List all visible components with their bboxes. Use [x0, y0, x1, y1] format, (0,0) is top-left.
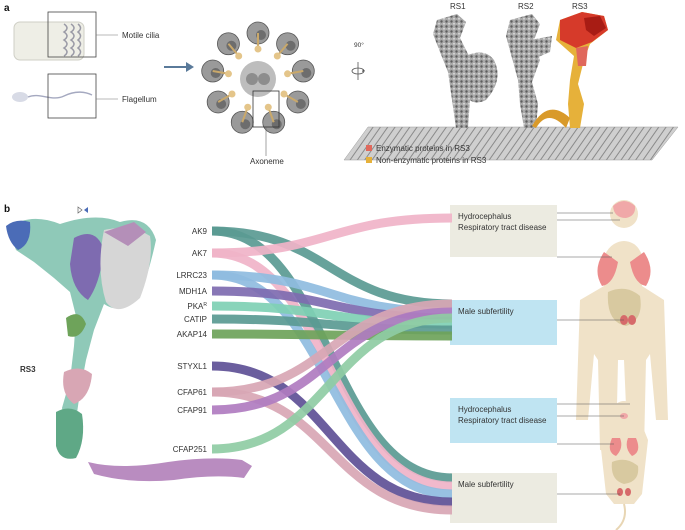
rs3-structure — [532, 12, 608, 128]
protein-label: AK7 — [192, 249, 208, 258]
axoneme-label: Axoneme — [250, 157, 284, 166]
human-anatomy-illustration — [576, 200, 668, 452]
rs-label-3: RS3 — [572, 2, 588, 11]
outcome-sublabel: Respiratory tract disease — [458, 416, 547, 425]
rs1-structure — [433, 14, 498, 128]
protein-label: AKAP14 — [177, 330, 208, 339]
rs-label-1: RS1 — [450, 2, 466, 11]
spoke-head — [284, 70, 292, 78]
protein-label: PKAR — [187, 302, 207, 311]
outcome-box-group — [450, 205, 557, 523]
non-enzymatic-swatch — [366, 157, 372, 163]
flow-band — [211, 361, 453, 507]
axoneme-cross-section — [201, 21, 315, 156]
doublet-core — [226, 40, 237, 51]
anatomy-pointer-lines — [557, 212, 630, 495]
rs-label-2: RS2 — [518, 2, 534, 11]
non-enzymatic-legend: Non-enzymatic proteins in RS3 — [366, 156, 487, 165]
sperm-illustration — [12, 73, 118, 119]
outcome-label: Male subfertility — [458, 480, 514, 489]
protein-label: LRRC23 — [176, 271, 207, 280]
enzymatic-legend: Enzymatic proteins in RS3 — [366, 144, 470, 153]
flow-band — [211, 299, 453, 397]
rs2-structure — [506, 14, 552, 128]
flow-band-group — [211, 213, 453, 515]
flow-band — [211, 387, 453, 515]
protein-label: CFAP61 — [177, 388, 207, 397]
rotate-icon — [351, 62, 365, 80]
flagellum-label: Flagellum — [122, 95, 157, 104]
outcome-box — [450, 473, 557, 523]
non-enzymatic-legend-label: Non-enzymatic proteins in RS3 — [376, 156, 487, 165]
flow-band — [211, 226, 453, 483]
outcome-box — [450, 398, 557, 443]
rotation-label: 90° — [354, 41, 364, 49]
flow-band — [211, 226, 453, 309]
protein-label: AK9 — [192, 227, 208, 236]
spoke-head — [244, 103, 252, 111]
panel-a-letter: a — [4, 3, 10, 14]
protein-label: CATIP — [184, 315, 207, 324]
doublet-core — [301, 68, 312, 79]
protein-label: MDH1A — [179, 287, 208, 296]
doublet-core — [295, 99, 306, 109]
flow-band — [211, 314, 453, 335]
flow-band — [211, 329, 453, 341]
mouse-anatomy-illustration — [600, 401, 648, 530]
spoke-head — [273, 52, 281, 60]
outcome-label: Male subfertility — [458, 307, 514, 316]
doublet-core — [285, 40, 296, 51]
protein-label: STYXL1 — [177, 362, 207, 371]
cilia-label: Motile cilia — [122, 31, 160, 40]
flow-band — [211, 248, 453, 491]
rs3-protein-structure — [6, 217, 252, 482]
arrow-right-icon — [164, 62, 194, 72]
spoke-head — [224, 70, 232, 78]
outcome-box — [450, 205, 557, 257]
flow-band — [211, 307, 453, 415]
protein-label: CFAP91 — [177, 406, 207, 415]
outcome-label: Hydrocephalus — [458, 405, 511, 414]
outcome-box — [450, 300, 557, 345]
flow-band — [211, 313, 453, 454]
spoke-head — [254, 45, 262, 53]
spoke-head — [264, 103, 272, 111]
central-microtubule — [246, 73, 258, 85]
enzymatic-legend-label: Enzymatic proteins in RS3 — [376, 144, 470, 153]
rotate-small-icon — [77, 206, 88, 214]
cilia-cell-illustration — [13, 11, 118, 61]
spoke-head — [228, 90, 236, 98]
panel-b-letter: b — [4, 204, 10, 215]
central-microtubule — [258, 73, 270, 85]
enzymatic-swatch — [366, 145, 372, 151]
outcome-sublabel: Respiratory tract disease — [458, 223, 547, 232]
spoke-head — [280, 90, 288, 98]
flow-band — [211, 213, 453, 258]
protein-label: CFAP251 — [173, 445, 208, 454]
spoke-head — [235, 52, 243, 60]
rs3-structure-label: RS3 — [20, 365, 36, 374]
outcome-label: Hydrocephalus — [458, 212, 511, 221]
